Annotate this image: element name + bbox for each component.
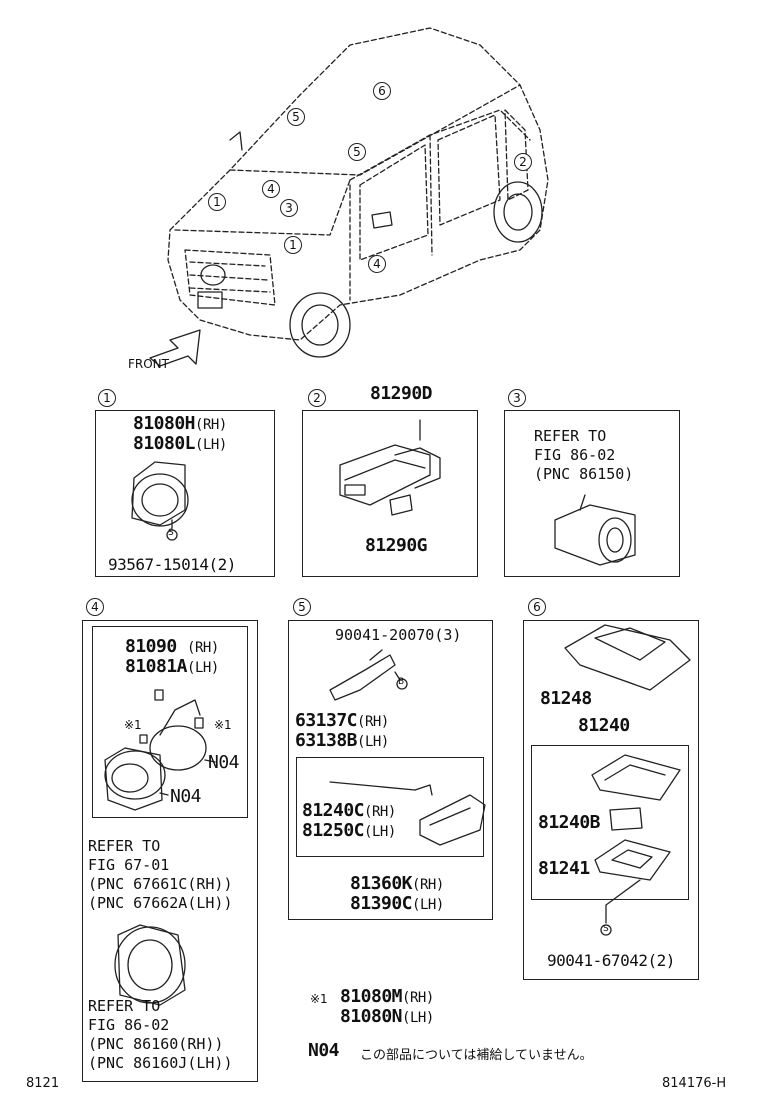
s6-part-top: 81248	[540, 688, 592, 709]
marker-1b: 1	[284, 236, 302, 254]
legend-n04: N04	[308, 1040, 340, 1061]
s4-refer-2: REFER TO FIG 86-02 (PNC 86160(RH)) (PNC …	[88, 997, 233, 1072]
s5-part-b: 63138B(LH)	[295, 730, 389, 751]
dome-6-sketch	[564, 624, 691, 936]
vehicle-illustration	[167, 27, 549, 341]
section-5-inner-box	[296, 757, 484, 857]
s6-screw: 90041-67042(2)	[547, 951, 675, 970]
s4-refer-1: REFER TO FIG 67-01 (PNC 67661C(RH)) (PNC…	[88, 837, 233, 912]
s4-n04-lower: N04	[170, 786, 202, 807]
section-1-number: 1	[98, 389, 116, 407]
s4-part-a: 81090 (RH)	[125, 636, 219, 657]
s4-n04-upper: N04	[208, 752, 240, 773]
s1-part-b: 81080L(LH)	[133, 433, 227, 454]
s6-lens: 81241	[538, 858, 590, 879]
speaker-3-sketch	[554, 494, 636, 566]
footer-right: 814176-H	[662, 1076, 727, 1091]
s5-lamp-b: 81250C(LH)	[302, 820, 396, 841]
s5-bolt: 90041-20070(3)	[335, 626, 462, 644]
s1-part-a: 81080H(RH)	[133, 413, 227, 434]
marker-4a: 4	[262, 180, 280, 198]
legend-n04-text: この部品については補給していません。	[360, 1048, 593, 1063]
s4-part-b: 81081A(LH)	[125, 656, 219, 677]
front-label: FRONT	[128, 357, 169, 371]
speaker-1-sketch	[131, 461, 189, 541]
light-2-sketch	[339, 419, 441, 516]
marker-6: 6	[373, 82, 391, 100]
section-3-box	[504, 410, 680, 577]
s5-lens-a: 81360K(RH)	[350, 873, 444, 894]
s4-note-mark-right: ※1	[214, 718, 232, 732]
section-4-number: 4	[86, 598, 104, 616]
marker-5a: 5	[287, 108, 305, 126]
s6-screw-mark: S	[603, 924, 609, 934]
speaker-4-sketch	[104, 689, 216, 1006]
legend-note-mark: ※1	[310, 992, 328, 1006]
s5-lamp-a: 81240C(RH)	[302, 800, 396, 821]
marker-4b: 4	[368, 255, 386, 273]
section-1-box	[95, 410, 275, 577]
section-6-inner-box	[531, 745, 689, 900]
marker-5b: 5	[348, 143, 366, 161]
section-5-outer-box	[288, 620, 493, 920]
marker-3: 3	[280, 199, 298, 217]
s1-screw-mark: S	[168, 528, 174, 538]
s5-part-a: 63137C(RH)	[295, 710, 389, 731]
section-5-number: 5	[293, 598, 311, 616]
legend-note-a: 81080M(RH)	[340, 986, 434, 1007]
section-4-outer-box	[82, 620, 258, 1082]
s4-note-mark-left: ※1	[124, 718, 142, 732]
s6-assy: 81240	[578, 715, 630, 736]
s2-title: 81290D	[370, 383, 433, 404]
section-2-box	[302, 410, 478, 577]
front-arrow	[149, 329, 201, 367]
footer-left: 8121	[26, 1076, 60, 1091]
section-6-outer-box	[523, 620, 699, 980]
wheel-outlines	[197, 131, 543, 358]
s2-sub: 81290G	[365, 535, 428, 556]
legend-note-b: 81080N(LH)	[340, 1006, 434, 1027]
marker-1a: 1	[208, 193, 226, 211]
section-2-number: 2	[308, 389, 326, 407]
section-3-number: 3	[508, 389, 526, 407]
s5-bolt-mark: B	[398, 677, 405, 687]
bracket-5-sketch	[329, 649, 486, 846]
section-6-number: 6	[528, 598, 546, 616]
s6-bulb: 81240B	[538, 812, 601, 833]
section-4-inner-box	[92, 626, 248, 818]
s1-screw: 93567-15014(2)	[108, 555, 236, 574]
s5-lens-b: 81390C(LH)	[350, 893, 444, 914]
marker-2: 2	[514, 153, 532, 171]
s3-refer: REFER TO FIG 86-02 (PNC 86150)	[534, 427, 634, 483]
